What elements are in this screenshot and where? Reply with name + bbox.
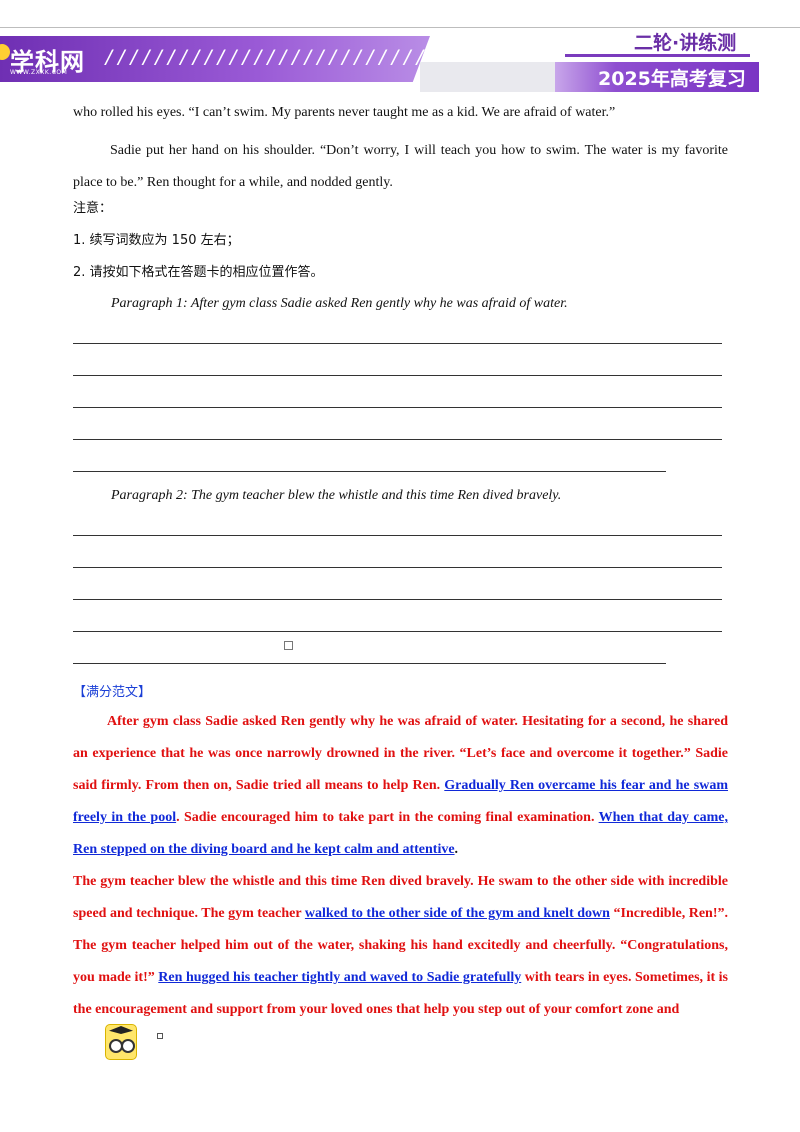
highlighted-phrase: Gradually Ren overcame his fear and he s… [73,778,729,825]
writing-line [73,375,722,376]
sample-text: with tears in eyes. Sometimes, it is the… [73,970,728,1017]
graduation-cap-icon [109,1026,133,1034]
placeholder-box-icon [284,641,293,650]
sample-paragraph-1: After gym class Sadie asked Ren gently w… [73,706,728,866]
logo-badge-icon [0,44,10,60]
sample-text: After gym class Sadie asked Ren gently w… [73,714,728,793]
notes-title: 注意： [73,201,113,216]
sample-text: “Incredible, Ren!”. The gym teacher help… [73,906,729,985]
sample-text: The gym teacher blew the whistle and thi… [73,874,728,921]
paragraph-2-prompt: Paragraph 2: The gym teacher blew the wh… [111,488,562,503]
highlighted-phrase: Ren hugged his teacher tightly and waved… [158,970,522,985]
highlighted-phrase: walked to the other side of the gym and … [304,906,610,921]
header-decoration: /////////////////////////// [104,46,440,68]
writing-line [73,631,722,632]
owl-mascot-icon [105,1024,137,1060]
site-logo: 学科网 [10,48,85,76]
header-top-rule [0,27,800,28]
header-gray-block [420,62,555,92]
writing-line [73,567,722,568]
sample-paragraph-2: The gym teacher blew the whistle and thi… [73,866,728,1026]
site-logo-url: WWW.ZXXK.COM [10,69,68,76]
writing-line [73,343,722,344]
writing-line [73,535,722,536]
sample-text: . [454,842,459,857]
writing-line [73,663,666,664]
story-line: who rolled his eyes. “I can’t swim. My p… [73,105,616,120]
small-square-icon [157,1033,163,1039]
year-label: 2025年高考复习 [598,68,746,90]
writing-line [73,407,722,408]
sample-heading: 【满分范文】 [73,685,152,700]
series-title: 二轮·讲练测 [634,32,737,54]
sample-text: . Sadie encouraged him to take part in t… [176,810,599,825]
notes-item-2: 2. 请按如下格式在答题卡的相应位置作答。 [73,265,324,280]
notes-item-1: 1. 续写词数应为 150 左右； [73,233,240,248]
paragraph-1-prompt: Paragraph 1: After gym class Sadie asked… [111,296,568,311]
writing-line [73,439,722,440]
header-purple-band [0,36,430,82]
series-underline [565,54,750,57]
story-paragraph: Sadie put her hand on his shoulder. “Don… [73,143,728,190]
year-band [555,62,759,92]
writing-line [73,471,666,472]
highlighted-phrase: When that day came, Ren stepped on the d… [73,810,728,857]
owl-eye-icon [121,1039,135,1053]
writing-line [73,599,722,600]
